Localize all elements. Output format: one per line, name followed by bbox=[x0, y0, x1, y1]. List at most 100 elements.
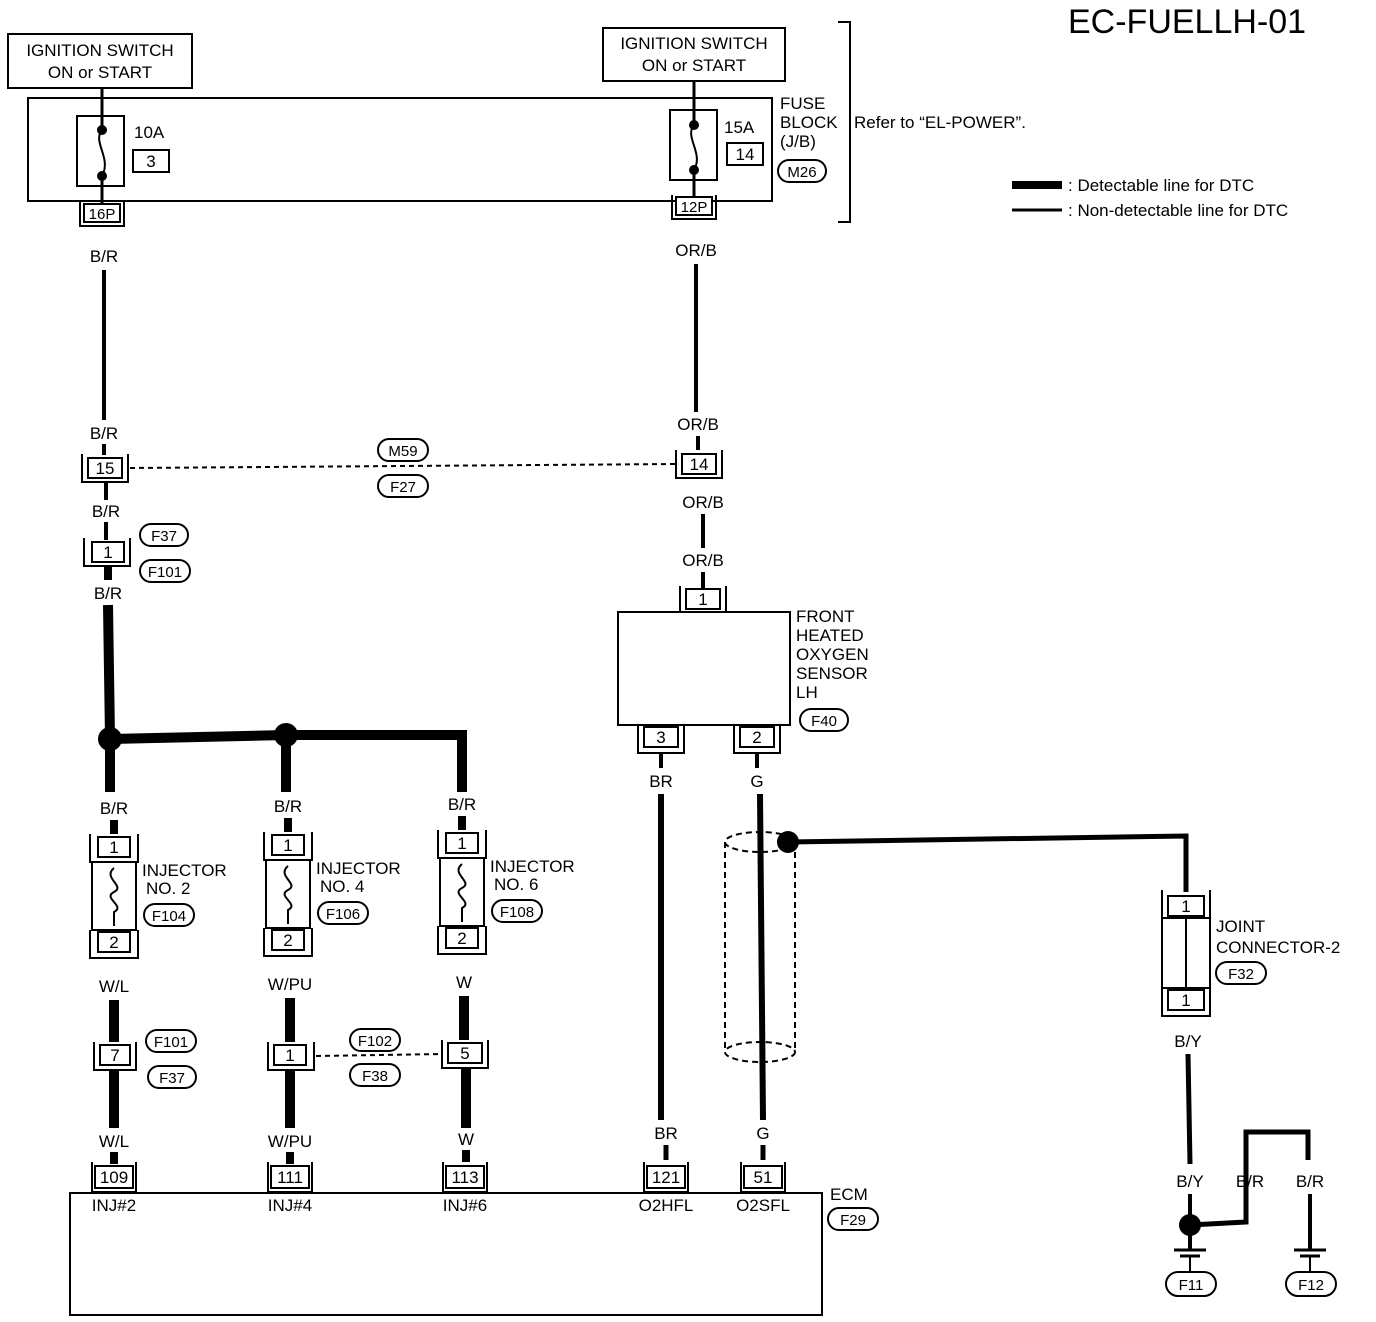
o2-name-line3: OXYGEN bbox=[796, 645, 869, 664]
ecm-pin-label: INJ#6 bbox=[443, 1196, 487, 1215]
fuse-right: 15A 14 12P bbox=[669, 81, 764, 220]
wire-label-g-2: G bbox=[756, 1124, 769, 1143]
o2-name-line4: SENSOR bbox=[796, 664, 868, 683]
injector-pin-2: 2 bbox=[109, 933, 118, 952]
wire-g: G G bbox=[750, 753, 770, 1160]
fuse-left-amp: 10A bbox=[134, 123, 165, 142]
ignition-right-line2: ON or START bbox=[642, 56, 746, 75]
legend-non-detectable: : Non-detectable line for DTC bbox=[1068, 201, 1288, 220]
ecm-pin-number: 51 bbox=[754, 1168, 773, 1187]
connector-f101-b: F101 bbox=[154, 1034, 188, 1051]
ecm-pin-label: O2SFL bbox=[736, 1196, 790, 1215]
fuse-block: FUSE BLOCK (J/B) M26 Refer to “EL-POWER”… bbox=[27, 21, 1026, 223]
connector-14: 14 bbox=[690, 455, 709, 474]
injector-pin-2: 2 bbox=[283, 931, 292, 950]
shield bbox=[724, 831, 1189, 1063]
o2-name-line2: HEATED bbox=[796, 626, 864, 645]
ecm-pin-number: 111 bbox=[277, 1168, 303, 1187]
wire-label-wpu-1: W/PU bbox=[268, 975, 312, 994]
connector-f37: F37 bbox=[151, 528, 177, 545]
o2-connector: F40 bbox=[811, 713, 837, 730]
wire-orb: OR/B OR/B bbox=[675, 241, 719, 450]
injector-name-line1: INJECTOR bbox=[142, 861, 227, 880]
connector-5: 5 bbox=[460, 1044, 469, 1063]
injector-coil-icon bbox=[283, 865, 293, 924]
o2-name-line1: FRONT bbox=[796, 607, 855, 626]
ecm-pin-number: 113 bbox=[451, 1168, 478, 1187]
ground-f12: F12 bbox=[1298, 1277, 1324, 1294]
fuse-left: 10A 3 16P bbox=[76, 88, 170, 227]
wire-label-br-3: B/R bbox=[92, 502, 120, 521]
wire-label-br-ground-2: B/R bbox=[1296, 1172, 1324, 1191]
joint-name-line2: CONNECTOR-2 bbox=[1216, 938, 1340, 957]
ignition-switch-right: IGNITION SWITCH ON or START bbox=[602, 27, 786, 82]
legend-detectable: : Detectable line for DTC bbox=[1068, 176, 1254, 195]
wire-br-left-mid: B/R 1 F37 F101 B/R bbox=[83, 482, 191, 739]
injector-connector: F104 bbox=[152, 908, 186, 925]
fuse-block-refer: Refer to “EL-POWER”. bbox=[854, 113, 1026, 132]
ground-f11: F11 bbox=[1179, 1277, 1204, 1294]
connector-7: 7 bbox=[110, 1046, 119, 1065]
wire-label-orb-1: OR/B bbox=[675, 241, 717, 260]
fuse-right-pin: 12P bbox=[681, 199, 708, 216]
ignition-right-line1: IGNITION SWITCH bbox=[620, 34, 767, 53]
wire-label-w-1: W bbox=[456, 973, 472, 992]
injector-name-line1: INJECTOR bbox=[316, 859, 401, 878]
joint-name-line1: JOINT bbox=[1216, 917, 1265, 936]
ecm-pin-label: INJ#4 bbox=[268, 1196, 312, 1215]
joint-connector-2: 1 1 JOINT CONNECTOR-2 F32 bbox=[1161, 890, 1340, 1017]
injector-pin-2: 2 bbox=[457, 929, 466, 948]
connector-f101: F101 bbox=[148, 564, 182, 581]
wire-wpu: W/PU 1 F102 F38 W/PU bbox=[267, 975, 443, 1164]
wire-label-br-ground-1: B/R bbox=[1236, 1172, 1264, 1191]
fuse-block-line3: (J/B) bbox=[780, 132, 816, 151]
connector-15: 15 bbox=[96, 459, 115, 478]
ecm-pin-label: INJ#2 bbox=[92, 1196, 136, 1215]
fuse-block-line1: FUSE bbox=[780, 94, 825, 113]
fuse-block-bracket bbox=[838, 21, 851, 223]
wire-label-br-4: B/R bbox=[94, 584, 122, 603]
connector-m59-f27: 15 14 M59 F27 bbox=[81, 438, 723, 498]
connector-1-f102: 1 bbox=[285, 1046, 294, 1065]
ecm-name: ECM bbox=[830, 1185, 868, 1204]
injector-name-line2: NO. 2 bbox=[146, 879, 190, 898]
diagram-title: EC-FUELLH-01 bbox=[1068, 3, 1306, 41]
wire-label-brown-1: BR bbox=[649, 772, 673, 791]
ecm-connector: F29 bbox=[840, 1212, 866, 1229]
o2-pin-2: 2 bbox=[752, 728, 761, 747]
connector-m59: M59 bbox=[388, 443, 417, 460]
wire-br-left: B/R B/R bbox=[90, 247, 118, 455]
wire-label-br-2: B/R bbox=[90, 424, 118, 443]
ecm-pin-label: O2HFL bbox=[639, 1196, 694, 1215]
wire-label-br-1: B/R bbox=[90, 247, 118, 266]
ground-circuit: B/Y B/Y B/R B/R F11 F12 bbox=[1165, 1032, 1337, 1297]
ignition-switch-left: IGNITION SWITCH ON or START bbox=[7, 33, 193, 89]
injector-connector: F108 bbox=[500, 904, 534, 921]
joint-pin-bottom: 1 bbox=[1181, 991, 1190, 1010]
wire-label-br-inj: B/R bbox=[274, 797, 302, 816]
wire-label-wpu-2: W/PU bbox=[268, 1132, 312, 1151]
fuse-right-amp: 15A bbox=[724, 118, 755, 137]
connector-f38: F38 bbox=[362, 1068, 388, 1085]
joint-pin-top: 1 bbox=[1181, 897, 1190, 916]
wire-label-g-1: G bbox=[750, 772, 763, 791]
injector-name-line2: NO. 4 bbox=[320, 877, 364, 896]
wire-wl: W/L 7 F101 F37 W/L bbox=[93, 977, 197, 1164]
fuse-left-pin: 16P bbox=[89, 206, 116, 223]
wire-label-by-2: B/Y bbox=[1176, 1172, 1203, 1191]
ignition-left-line1: IGNITION SWITCH bbox=[26, 41, 173, 60]
wire-label-brown-2: BR bbox=[654, 1124, 678, 1143]
o2-pin-3: 3 bbox=[656, 728, 665, 747]
wire-label-orb-3: OR/B bbox=[682, 493, 724, 512]
o2-name-line5: LH bbox=[796, 683, 818, 702]
wire-w: W 5 W bbox=[441, 973, 489, 1162]
injector-pin-1: 1 bbox=[283, 836, 292, 855]
